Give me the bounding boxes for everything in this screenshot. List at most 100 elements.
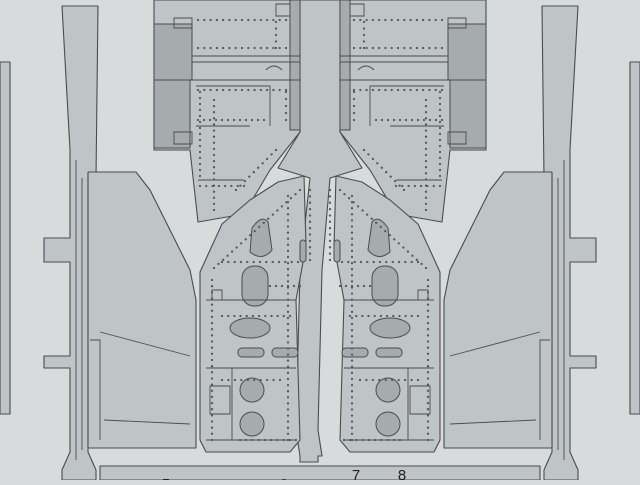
rivet-dot: [398, 184, 401, 187]
rivet-dot: [256, 118, 260, 122]
rivet-dot: [350, 231, 354, 234]
rivet-dot: [359, 18, 362, 22]
rivet-dot: [426, 340, 430, 343]
rivet-dot: [362, 148, 366, 152]
rivet-dot: [365, 88, 368, 92]
rivet-dot: [198, 162, 202, 166]
rivet-dot: [234, 46, 237, 50]
rivet-dot: [404, 314, 407, 318]
rivet-dot: [235, 246, 238, 249]
rivet-dot: [371, 157, 375, 161]
rivet-dot: [212, 111, 216, 114]
rivet-dot: [210, 358, 214, 362]
rivet-dot: [286, 298, 290, 301]
rivet-dot: [421, 18, 425, 22]
left-slot-top: [249, 218, 273, 257]
rivet-dot: [278, 18, 281, 22]
rivet-dot: [350, 243, 354, 246]
rivet-dot: [361, 209, 364, 212]
rivet-dot: [212, 104, 216, 108]
rivet-dot: [426, 328, 430, 331]
rivet-dot: [428, 18, 431, 22]
rivet-dot: [416, 378, 420, 382]
rivet-dot: [286, 284, 290, 288]
rivet-dot: [344, 284, 348, 288]
rivet-dot: [286, 335, 290, 338]
rivet-dot: [421, 46, 425, 50]
rivet-dot: [385, 171, 388, 174]
rivet-dot: [308, 233, 312, 236]
rivet-dot: [250, 118, 254, 122]
rivet-dot: [308, 214, 312, 217]
rivet-dot: [350, 292, 354, 295]
rivet-dot: [286, 207, 290, 210]
rivet-dot: [286, 231, 290, 234]
rivet-dot: [210, 352, 214, 355]
rivet-dot: [365, 46, 368, 50]
rivet-dot: [203, 46, 206, 50]
rivet-dot: [350, 194, 354, 198]
rivet-dot: [252, 260, 255, 264]
rivet-dot: [288, 438, 291, 442]
rivet-dot: [372, 260, 375, 264]
rivet-dot: [426, 371, 430, 374]
rivet-dot: [308, 227, 312, 230]
rivet-dot: [220, 118, 224, 122]
rivet-dot: [328, 246, 332, 249]
rivet-dot: [215, 46, 219, 50]
rivet-dot: [426, 297, 430, 300]
rivet-dot: [203, 18, 206, 22]
rivet-dot: [426, 358, 430, 362]
rivet-dot: [350, 335, 354, 338]
rivet-dot: [223, 184, 227, 188]
rivet-dot: [438, 126, 442, 130]
rivet-dot: [276, 209, 279, 212]
rivet-dot: [286, 341, 290, 344]
rivet-dot: [367, 314, 370, 318]
rivet-dot: [253, 378, 256, 382]
rivet-dot: [426, 285, 430, 288]
rivet-dot: [198, 90, 202, 94]
left-clip-mark: [265, 65, 283, 71]
rivet-dot: [371, 18, 375, 22]
rivet-dot: [286, 280, 290, 283]
rivet-dot: [338, 188, 342, 192]
rivet-dot: [359, 88, 362, 92]
rivet-dot: [240, 18, 244, 22]
rivet-dot: [394, 184, 398, 188]
rivet-dot: [296, 260, 300, 264]
rivet-dot: [286, 329, 290, 332]
rivet-dot: [426, 291, 430, 294]
rivet-dot: [227, 260, 230, 264]
rivet-dot: [246, 260, 249, 264]
rivet-dot: [210, 414, 214, 417]
rivet-dot: [438, 156, 442, 160]
rivet-dot: [367, 438, 371, 442]
rivet-dot: [368, 284, 372, 288]
rivet-dot: [240, 242, 243, 245]
rivet-dot: [298, 188, 302, 192]
rivet-dot: [328, 188, 332, 192]
rivet-dot: [409, 88, 412, 92]
rivet-dot: [406, 250, 410, 253]
rivet-dot: [196, 88, 200, 92]
rivet-dot: [290, 260, 293, 264]
rivet-dot: [401, 184, 404, 188]
rivet-dot: [202, 118, 206, 122]
rivet-dot: [328, 195, 332, 198]
rivet-dot: [438, 168, 442, 172]
rivet-dot: [410, 378, 413, 382]
rivet-dot: [350, 359, 354, 362]
rivet-dot: [403, 18, 406, 22]
rivet-dot: [352, 88, 356, 92]
rivet-dot: [226, 118, 230, 122]
rivet-dot: [350, 304, 354, 307]
rivet-dot: [426, 414, 430, 417]
rivet-dot: [274, 33, 278, 37]
rivet-dot: [212, 266, 216, 270]
rivet-dot: [258, 225, 261, 229]
rivet-dot: [415, 18, 419, 22]
rivet-dot: [198, 174, 202, 178]
rivet-dot: [198, 184, 202, 188]
